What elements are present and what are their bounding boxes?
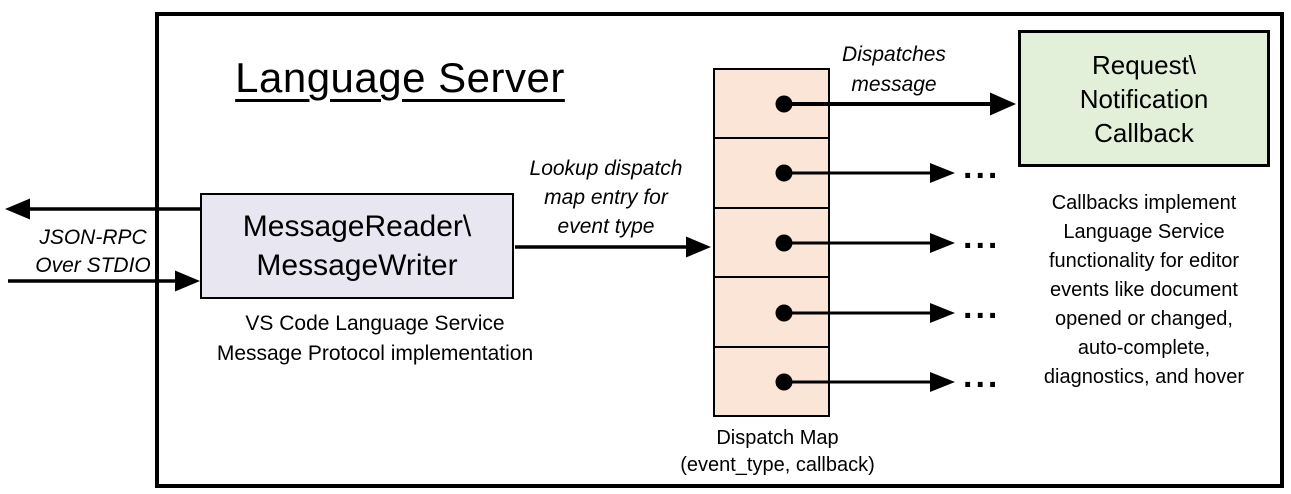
stdio-label-line1: JSON-RPC <box>39 226 147 249</box>
dispatch-map-caption-line2: (event_type, callback) <box>680 454 875 476</box>
dispatch-map <box>713 68 830 417</box>
ellipsis-row3: ... <box>963 218 1001 256</box>
callbacks-note-line2: Language Service <box>1063 221 1225 243</box>
lookup-label-line3: event type <box>557 215 655 238</box>
callbacks-note-line7: diagnostics, and hover <box>1043 366 1245 388</box>
ellipsis-row2: ... <box>963 148 1001 186</box>
callback-box-line2: Notification <box>1079 83 1209 114</box>
dispatch-map-cell <box>715 139 828 209</box>
dispatch-map-cell <box>715 347 828 416</box>
callbacks-note-line1: Callbacks implement <box>1051 192 1237 214</box>
callback-box-line3: Callback <box>1094 117 1194 148</box>
callbacks-note-line3: functionality for editor <box>1048 250 1240 272</box>
lookup-label-line2: map entry for <box>544 186 668 209</box>
dispatch-map-caption: Dispatch Map (event_type, callback) <box>665 425 890 479</box>
message-box-label-line2: MessageWriter <box>256 249 458 282</box>
callbacks-note-line6: auto-complete, <box>1077 337 1211 359</box>
message-box-caption: VS Code Language Service Message Protoco… <box>190 309 560 369</box>
callback-box-line1: Request\ <box>1091 49 1197 80</box>
dispatches-label-line1: Dispatches <box>842 43 946 66</box>
callbacks-note-line4: events like document <box>1050 279 1238 301</box>
dispatch-map-cell <box>715 208 828 279</box>
stdio-transport-label: JSON-RPC Over STDIO <box>18 224 168 280</box>
language-server-frame <box>155 12 1284 488</box>
dispatch-map-cell <box>715 70 828 140</box>
callbacks-note: Callbacks implement Language Service fun… <box>1010 189 1278 392</box>
dispatch-map-caption-line1: Dispatch Map <box>716 427 839 449</box>
lookup-label-line1: Lookup dispatch <box>529 157 683 180</box>
caption-line2: Message Protocol implementation <box>216 342 534 365</box>
caption-line1: VS Code Language Service <box>245 312 505 335</box>
lookup-dispatch-label: Lookup dispatch map entry for event type <box>516 154 696 241</box>
stdio-label-line2: Over STDIO <box>35 254 151 277</box>
dispatch-map-cell <box>715 278 828 348</box>
request-notification-callback-box: Request\ Notification Callback <box>1018 30 1270 167</box>
dispatches-message-label: Dispatches message <box>824 40 964 100</box>
message-reader-writer-box: MessageReader\ MessageWriter <box>200 193 514 299</box>
callbacks-note-line5: opened or changed, <box>1055 308 1233 330</box>
ellipsis-row5: ... <box>963 357 1001 395</box>
message-box-label-line1: MessageReader\ <box>242 210 472 243</box>
dispatches-label-line2: message <box>851 73 937 96</box>
diagram-title: Language Server <box>235 54 565 101</box>
ellipsis-row4: ... <box>963 288 1001 326</box>
